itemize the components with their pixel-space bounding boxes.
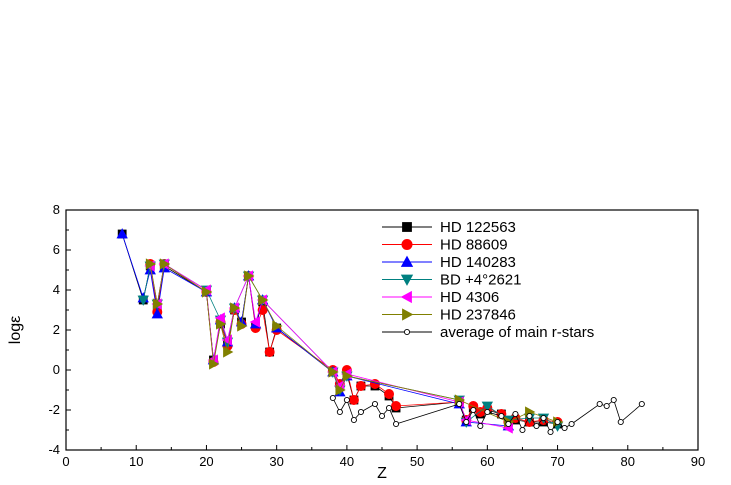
data-point [371,400,379,408]
data-point [505,420,512,428]
data-point [470,406,477,414]
legend-marker [402,222,412,232]
data-point [384,388,395,399]
data-point [392,420,400,428]
legend-marker [400,255,414,267]
data-point [540,414,547,422]
x-tick-label: 40 [340,454,354,469]
plot-area [116,228,645,436]
data-point [342,370,353,382]
legend-marker [400,274,414,286]
data-point [617,418,624,426]
data-point [603,402,610,410]
legend-label: HD 237846 [440,307,516,324]
data-point [526,412,533,420]
legend-label: HD 88609 [440,237,508,254]
data-point [151,308,163,319]
data-point [249,316,261,328]
data-point [638,400,645,408]
y-tick-label: 6 [53,242,60,257]
data-point [258,294,269,306]
data-point [519,426,526,434]
legend-marker [401,238,413,250]
data-point [348,394,359,405]
x-tick-label: 80 [621,454,635,469]
data-point [456,400,463,408]
data-point [336,408,343,416]
data-point [343,396,350,404]
series-6 [329,394,645,436]
data-point [561,424,568,432]
data-point [116,228,128,239]
data-point [216,318,227,330]
y-tick-label: -4 [48,442,60,457]
y-axis-label: logε [7,316,24,344]
data-point [202,286,213,298]
x-tick-label: 90 [691,454,705,469]
x-tick-label: 50 [410,454,424,469]
data-point [264,346,275,357]
data-point [355,380,366,391]
data-point [512,410,519,418]
x-tick-label: 0 [62,454,69,469]
data-point [481,401,494,412]
legend-marker [402,308,414,321]
data-point [230,302,241,314]
data-point [152,298,164,310]
legend-label: BD +4°2621 [440,272,521,289]
x-tick-label: 30 [269,454,283,469]
legend-label: HD 122563 [440,219,516,236]
x-tick-label: 70 [550,454,564,469]
legend-label: HD 140283 [440,254,516,271]
data-point [610,396,617,404]
data-point [547,428,554,436]
data-point [477,422,484,430]
data-point [463,418,470,426]
y-tick-label: 4 [53,282,60,297]
data-point [244,270,255,282]
data-point [145,258,157,270]
data-point [568,420,575,428]
x-tick-label: 60 [480,454,494,469]
data-point [159,258,171,270]
data-point [391,400,402,411]
data-point [378,412,386,420]
x-axis-ticks: 0 10 20 30 40 50 60 70 80 90 [62,445,705,469]
x-axis-label: Z [377,465,387,482]
y-tick-label: 0 [53,362,60,377]
data-point [328,366,339,378]
data-point [596,400,603,408]
data-point [350,416,357,424]
legend-marker [400,290,412,304]
y-tick-label: -2 [48,402,60,417]
legend-label: average of main r-stars [440,324,594,341]
legend-marker [403,328,411,336]
y-tick-label: 8 [53,202,60,217]
data-point [484,408,491,416]
data-point [223,346,234,358]
data-point [272,320,283,332]
y-axis-ticks: -4 -2 0 2 4 6 8 [48,202,71,457]
data-point [329,394,336,402]
data-point [385,404,393,412]
data-point [498,412,505,420]
data-point [533,422,540,430]
x-tick-label: 20 [199,454,213,469]
data-point [137,295,149,306]
x-tick-label: 10 [129,454,143,469]
data-point [554,418,561,426]
y-tick-label: 2 [53,322,60,337]
data-point [335,384,346,396]
legend-label: HD 4306 [440,289,499,306]
data-point [357,408,364,416]
data-point [237,320,248,332]
data-point [209,358,220,370]
